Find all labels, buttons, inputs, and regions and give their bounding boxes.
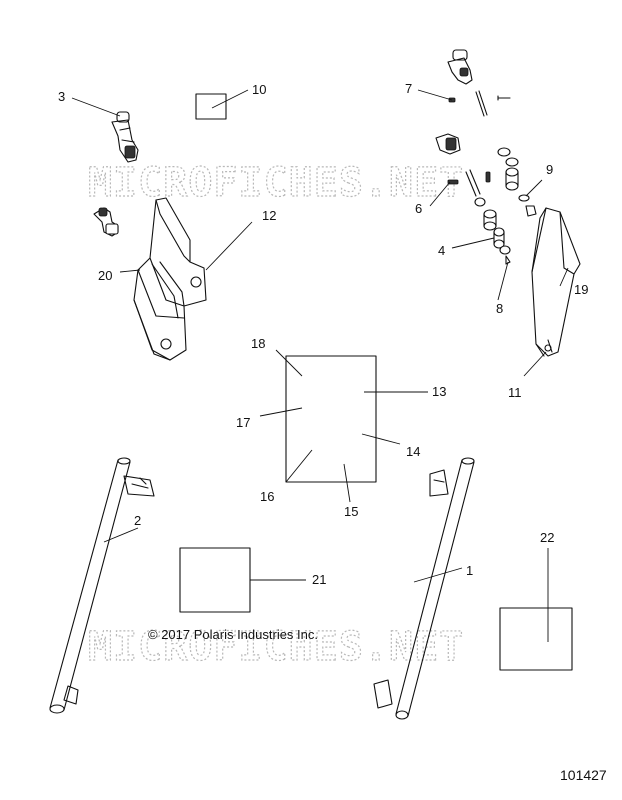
figure-number: 101427 xyxy=(560,767,607,783)
callout-6: 6 xyxy=(415,201,422,216)
callout-13: 13 xyxy=(432,384,446,399)
part-latch-body xyxy=(435,133,461,155)
callout-4: 4 xyxy=(438,243,445,258)
callout-12: 12 xyxy=(262,208,276,223)
part-21-label xyxy=(179,547,251,613)
callout-15: 15 xyxy=(344,504,358,519)
part-label-sheet xyxy=(285,355,377,483)
callout-8: 8 xyxy=(496,301,503,316)
callout-20: 20 xyxy=(98,268,112,283)
part-latch-left xyxy=(93,207,119,237)
callout-2: 2 xyxy=(134,513,141,528)
callout-22: 22 xyxy=(540,530,554,545)
part-19-bracket-right xyxy=(531,207,581,357)
part-6-pin xyxy=(447,169,491,197)
callout-21: 21 xyxy=(312,572,326,587)
part-22-label xyxy=(499,607,573,671)
callout-18: 18 xyxy=(251,336,265,351)
part-2-grab-bar xyxy=(49,457,155,714)
part-7-latch xyxy=(447,49,473,85)
callout-17: 17 xyxy=(236,415,250,430)
callout-11: 11 xyxy=(508,385,522,400)
leader-lines xyxy=(71,89,569,642)
part-washers xyxy=(474,147,537,265)
copyright-text: © 2017 Polaris Industries Inc. xyxy=(148,627,318,642)
part-10-label xyxy=(195,93,227,120)
part-1-grab-bar xyxy=(373,457,475,720)
callout-16: 16 xyxy=(260,489,274,504)
part-3-latch xyxy=(111,111,139,163)
callout-10: 10 xyxy=(252,82,266,97)
part-7-hardware xyxy=(448,90,511,117)
callout-3: 3 xyxy=(58,89,65,104)
callout-19: 19 xyxy=(574,282,588,297)
callout-9: 9 xyxy=(546,162,553,177)
watermark-bottom: MICROFICHES.NET xyxy=(88,624,464,670)
watermark-top: MICROFICHES.NET xyxy=(88,160,464,206)
callout-7: 7 xyxy=(405,81,412,96)
part-20-bracket-left xyxy=(133,197,207,361)
callout-14: 14 xyxy=(406,444,420,459)
callout-1: 1 xyxy=(466,563,473,578)
